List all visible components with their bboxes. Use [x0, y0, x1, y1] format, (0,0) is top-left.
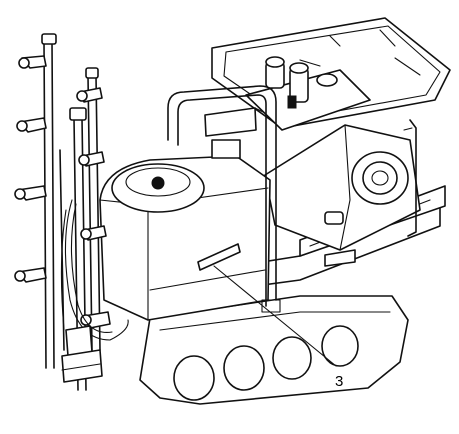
crawler-track	[139, 295, 409, 405]
callout-leader-line	[213, 265, 337, 367]
spray-tank	[99, 155, 271, 321]
callout-3: 3	[213, 265, 343, 390]
vertical-spray-boom	[14, 33, 129, 391]
side-bracket	[403, 119, 417, 237]
callout-label: 3	[335, 373, 343, 390]
roll-bar	[167, 85, 281, 313]
engine-housing	[264, 124, 421, 251]
hoses	[60, 199, 129, 341]
engine-top-controls	[245, 56, 371, 131]
nozzle-assembly	[14, 55, 111, 329]
